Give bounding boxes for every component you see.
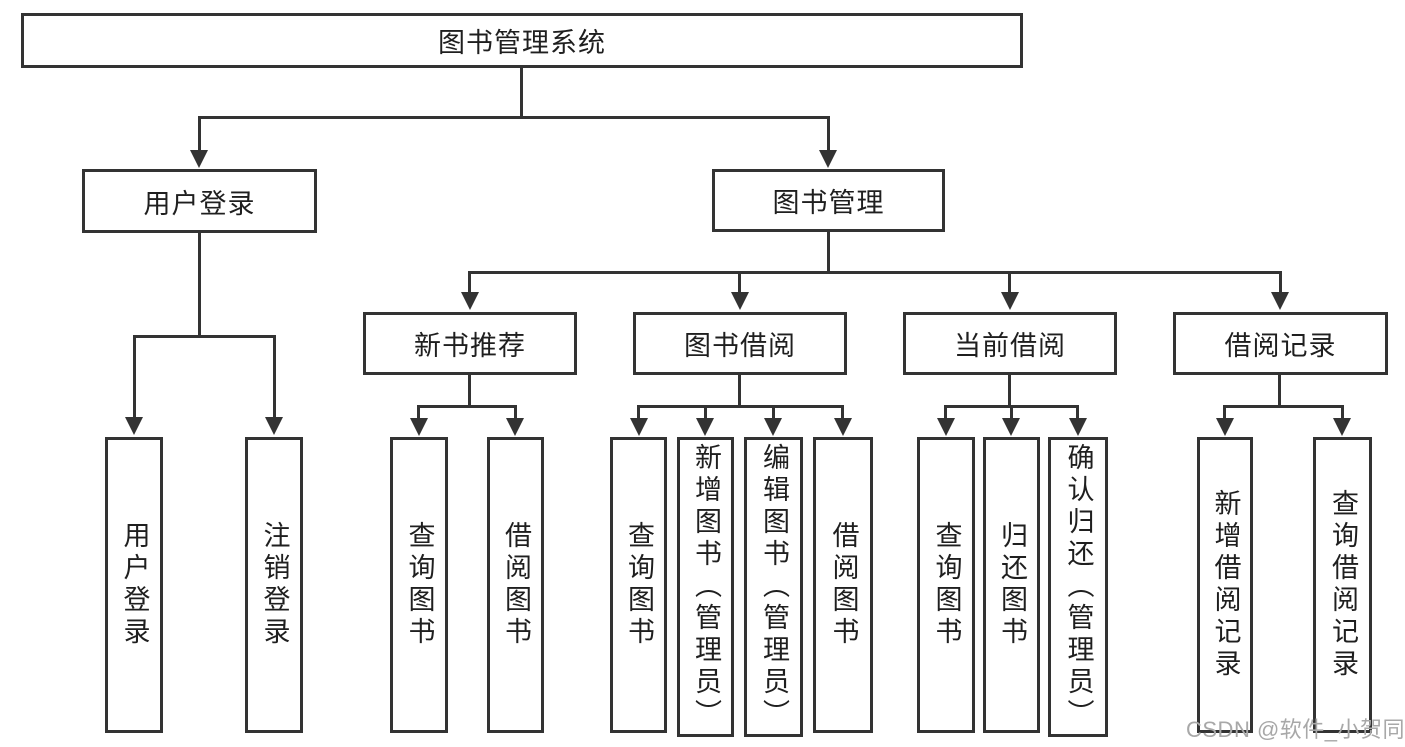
arrow-down-icon [1271,292,1289,310]
leaf-user-login: 用户登录 [105,437,163,733]
connector-line [468,271,471,294]
node-book-management: 图书管理 [712,169,945,232]
arrow-down-icon [764,418,782,436]
connector-line [1010,405,1013,420]
connector-line [468,271,1282,274]
connector-line [1279,271,1282,294]
connector-line [1076,405,1079,420]
node-user-login: 用户登录 [82,169,317,233]
connector-line [738,375,741,408]
arrow-down-icon [819,150,837,168]
connector-line [417,405,420,420]
connector-line [1341,405,1344,420]
arrow-down-icon [1069,418,1087,436]
connector-line [704,405,707,420]
arrow-down-icon [834,418,852,436]
connector-line [273,335,276,419]
arrow-down-icon [731,292,749,310]
connector-line [1278,375,1281,408]
connector-line [1223,405,1344,408]
connector-line [772,405,775,420]
connector-line [1223,405,1226,420]
node-book-borrowing: 图书借阅 [633,312,847,375]
node-borrow-records: 借阅记录 [1173,312,1388,375]
connector-line [198,116,830,119]
connector-line [198,233,201,337]
leaf-add-borrow-record: 新增借阅记录 [1197,437,1253,733]
connector-line [827,232,830,274]
arrow-down-icon [1333,418,1351,436]
watermark-text: CSDN @软件_小贺同学 [1186,717,1405,742]
connector-line [637,405,640,420]
arrow-down-icon [410,418,428,436]
connector-line [468,375,471,408]
leaf-edit-books-admin: 编辑图书（管理员） [744,437,803,737]
connector-line [417,405,517,408]
connector-line [133,335,136,419]
connector-line [133,335,276,338]
arrow-down-icon [125,417,143,435]
connector-line [198,116,201,152]
connector-line [827,116,830,152]
arrow-down-icon [265,417,283,435]
connector-line [1008,375,1011,408]
leaf-query-borrow-record: 查询借阅记录 [1313,437,1372,733]
connector-line [514,405,517,420]
leaf-return-books: 归还图书 [983,437,1040,733]
arrow-down-icon [506,418,524,436]
arrow-down-icon [937,418,955,436]
leaf-add-books-admin: 新增图书（管理员） [677,437,734,737]
leaf-confirm-return-admin: 确认归还（管理员） [1048,437,1108,737]
leaf-borrow-books-recommend: 借阅图书 [487,437,544,733]
leaf-query-books-recommend: 查询图书 [390,437,448,733]
arrow-down-icon [1002,418,1020,436]
node-current-borrowing: 当前借阅 [903,312,1117,375]
arrow-down-icon [630,418,648,436]
leaf-query-books-current: 查询图书 [917,437,975,733]
arrow-down-icon [1216,418,1234,436]
connector-line [738,271,741,294]
node-library-system: 图书管理系统 [21,13,1023,68]
connector-line [841,405,844,420]
leaf-borrow-books: 借阅图书 [813,437,873,733]
connector-line [944,405,947,420]
leaf-logout: 注销登录 [245,437,303,733]
leaf-query-books-borrowing: 查询图书 [610,437,667,733]
connector-line [520,66,523,118]
connector-line [1008,271,1011,294]
arrow-down-icon [461,292,479,310]
arrow-down-icon [1001,292,1019,310]
node-new-book-recommend: 新书推荐 [363,312,577,375]
arrow-down-icon [696,418,714,436]
connector-line [637,405,844,408]
arrow-down-icon [190,150,208,168]
